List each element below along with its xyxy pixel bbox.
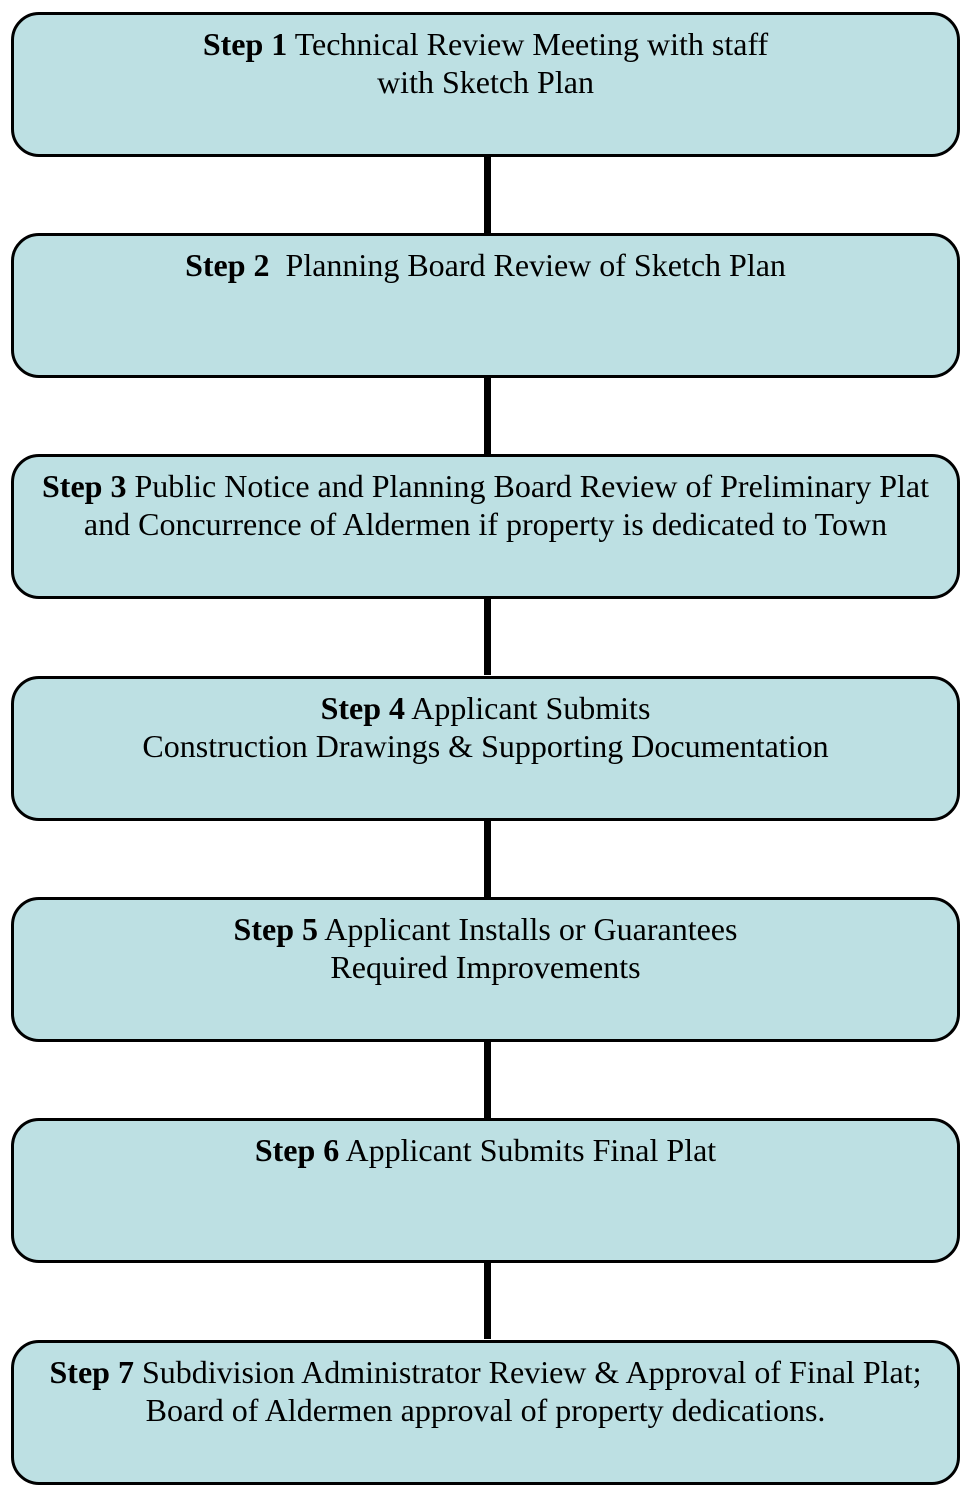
step-1-text-2: with Sketch Plan	[377, 64, 594, 100]
connector-1-2	[484, 157, 491, 233]
step-6-text-1: Applicant Submits Final Plat	[345, 1132, 717, 1168]
step-1-line-1: Step 1 Technical Review Meeting with sta…	[14, 25, 957, 63]
step-7-text-2: Board of Aldermen approval of property d…	[145, 1392, 826, 1428]
step-3-label: Step 3	[42, 468, 127, 504]
step-2-box: Step 2 Planning Board Review of Sketch P…	[11, 233, 960, 378]
step-3-line-1: Step 3 Public Notice and Planning Board …	[14, 467, 957, 505]
step-5-box: Step 5 Applicant Installs or Guarantees …	[11, 897, 960, 1042]
step-4-label: Step 4	[320, 690, 406, 726]
step-1-box: Step 1 Technical Review Meeting with sta…	[11, 12, 960, 157]
step-2-line-1: Step 2 Planning Board Review of Sketch P…	[14, 246, 957, 284]
step-6-text-2	[14, 1169, 957, 1207]
step-3-box: Step 3 Public Notice and Planning Board …	[11, 454, 960, 599]
step-1-text-1: Technical Review Meeting with staff	[294, 26, 769, 62]
step-7-label: Step 7	[49, 1354, 134, 1390]
connector-2-3	[484, 378, 491, 454]
step-5-line-1: Step 5 Applicant Installs or Guarantees	[14, 910, 957, 948]
step-7-box: Step 7 Subdivision Administrator Review …	[11, 1340, 960, 1485]
step-2-text-2	[14, 284, 957, 322]
step-7-text-1: Subdivision Administrator Review & Appro…	[141, 1354, 922, 1390]
step-7-line-1: Step 7 Subdivision Administrator Review …	[14, 1353, 957, 1391]
step-4-text-1: Applicant Submits	[411, 690, 651, 726]
connector-6-7	[484, 1263, 491, 1339]
step-2-text-1: Planning Board Review of Sketch Plan	[277, 247, 786, 283]
connector-4-5	[484, 821, 491, 897]
step-3-text-1: Public Notice and Planning Board Review …	[134, 468, 929, 504]
step-1-label: Step 1	[202, 26, 288, 62]
connector-5-6	[484, 1042, 491, 1118]
step-3-text-2: and Concurrence of Aldermen if property …	[83, 506, 888, 542]
step-4-box: Step 4 Applicant Submits Construction Dr…	[11, 676, 960, 821]
step-5-text-1: Applicant Installs or Guarantees	[324, 911, 738, 947]
step-5-text-2: Required Improvements	[330, 949, 641, 985]
step-6-box: Step 6 Applicant Submits Final Plat	[11, 1118, 960, 1263]
step-5-label: Step 5	[233, 911, 318, 947]
step-6-label: Step 6	[254, 1132, 340, 1168]
step-4-text-2: Construction Drawings & Supporting Docum…	[142, 728, 829, 764]
connector-3-4	[484, 599, 491, 675]
step-6-line-1: Step 6 Applicant Submits Final Plat	[14, 1131, 957, 1169]
step-2-label: Step 2	[185, 247, 270, 283]
step-4-line-1: Step 4 Applicant Submits	[14, 689, 957, 727]
